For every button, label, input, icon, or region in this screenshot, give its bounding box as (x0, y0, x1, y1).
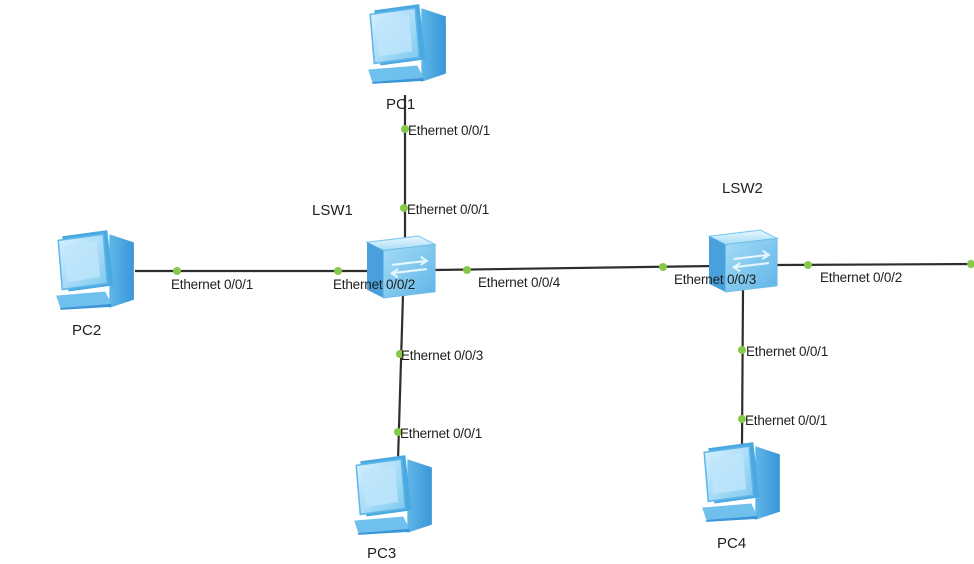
port-label-pc2: Ethernet 0/0/1 (171, 277, 253, 292)
pc3-label: PC3 (367, 545, 396, 562)
lsw2-label: LSW2 (722, 180, 763, 197)
port-dot (400, 204, 408, 212)
pc2-label: PC2 (72, 322, 101, 339)
port-dot (394, 428, 402, 436)
pc4-device[interactable]: PC4 (701, 441, 781, 552)
port-label-lsw2-lsw1: Ethernet 0/0/3 (674, 272, 756, 287)
port-label-lsw2-pc4: Ethernet 0/0/1 (746, 344, 828, 359)
port-label-pc1: Ethernet 0/0/1 (408, 123, 490, 138)
port-dot (173, 267, 181, 275)
port-dot (401, 125, 409, 133)
pc2-device[interactable]: PC2 (55, 229, 135, 339)
pc1-device[interactable]: PC1 (367, 3, 447, 113)
pc4-label: PC4 (717, 535, 746, 552)
port-label-lsw1-pc3: Ethernet 0/0/3 (401, 348, 483, 363)
pc3-device[interactable]: PC3 (353, 454, 433, 562)
port-label-pc4: Ethernet 0/0/1 (745, 413, 827, 428)
lsw1-label: LSW1 (312, 202, 353, 219)
port-dot (967, 260, 974, 268)
port-label-lsw1-lsw2: Ethernet 0/0/4 (478, 275, 561, 290)
lsw2-switch[interactable]: LSW2 (707, 180, 779, 293)
port-dot (804, 261, 812, 269)
pc1-label: PC1 (386, 96, 415, 113)
link-lsw1-lsw2 (434, 264, 716, 272)
port-dot (738, 346, 746, 354)
port-dot (738, 415, 746, 423)
port-dot (463, 266, 471, 274)
lsw1-switch[interactable]: LSW1 (312, 202, 437, 299)
port-dot (659, 263, 667, 271)
port-dot (396, 350, 404, 358)
port-label-lsw1-pc1: Ethernet 0/0/1 (407, 202, 489, 217)
port-label-lsw2-right: Ethernet 0/0/2 (820, 270, 902, 285)
port-dot (334, 267, 342, 275)
port-label-pc3: Ethernet 0/0/1 (400, 426, 482, 441)
port-label-lsw1-pc2: Ethernet 0/0/2 (333, 277, 415, 292)
